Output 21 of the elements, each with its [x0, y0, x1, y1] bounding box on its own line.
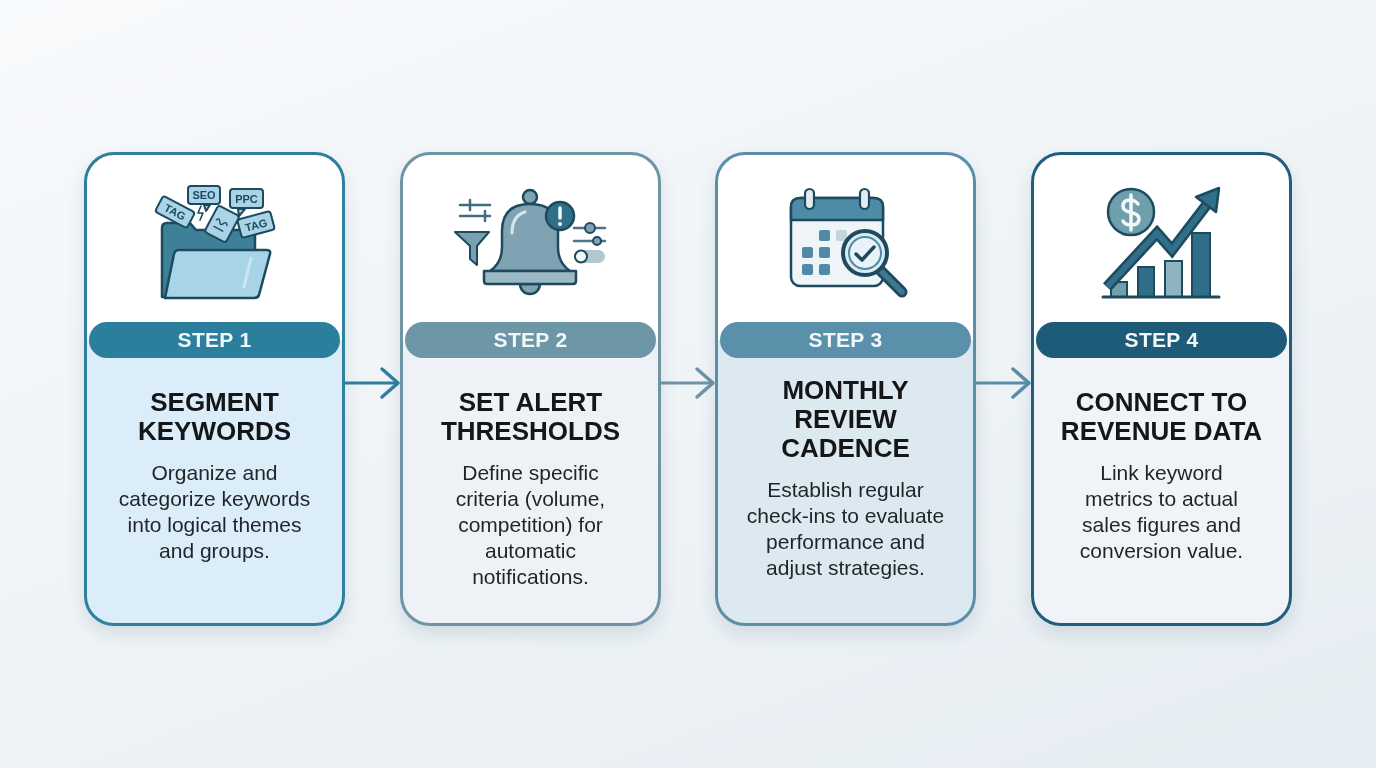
step-title: MONTHLY REVIEW CADENCE [780, 376, 911, 463]
arrow [661, 367, 715, 399]
keyword-bubble: PPC [229, 188, 264, 209]
step-card [84, 152, 345, 626]
step-card [1031, 152, 1292, 626]
step-banner: STEP 3 [720, 322, 971, 358]
keyword-bubble: SEO [187, 185, 221, 205]
step-title: SEGMENT KEYWORDS [137, 388, 292, 446]
step-banner: STEP 1 [89, 322, 340, 358]
step-card [400, 152, 661, 626]
step-banner: STEP 4 [1036, 322, 1287, 358]
step-card [715, 152, 976, 626]
arrow [345, 367, 400, 399]
step-description: Define specific criteria (volume, competition) for automatic notifications. [455, 460, 606, 590]
step-banner: STEP 2 [405, 322, 656, 358]
step-title: SET ALERT THRESHOLDS [440, 388, 621, 446]
step-description: Link keyword metrics to actual sales figures and conversion value. [1079, 460, 1244, 564]
step-description: Establish regular check-ins to evaluate performance and adjust strategies. [746, 477, 945, 581]
step-description: Organize and categorize keywords into logical themes and groups. [118, 460, 311, 564]
step-title: CONNECT TO REVENUE DATA [1060, 388, 1263, 446]
arrow [976, 367, 1031, 399]
